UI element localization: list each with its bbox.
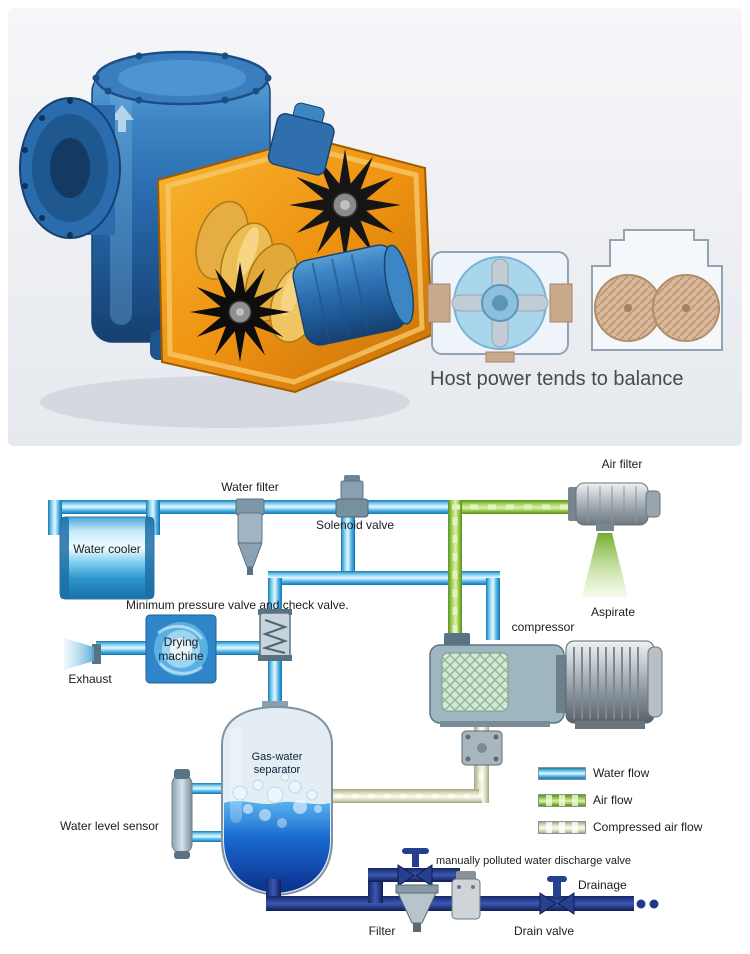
drain-valve [539, 876, 575, 915]
discharge-housing [292, 244, 415, 346]
label-aspirate: Aspirate [590, 605, 636, 619]
arrow-mark-icon [110, 105, 134, 132]
label-gas-water-separator: Gas-water separator [251, 751, 303, 776]
legend-row-compressed: Compressed air flow [538, 819, 718, 835]
solenoid-valve [335, 475, 369, 518]
label-filter: Filter [368, 924, 396, 938]
water-flow-swatch [538, 766, 586, 780]
legend-label-compressed: Compressed air flow [593, 820, 703, 834]
compressor-photo-section: Host power tends to balance [0, 0, 750, 455]
label-drying-machine: Drying machine [158, 635, 204, 663]
compressor-machine [19, 50, 434, 428]
drainage-dots [636, 899, 659, 909]
water-filter [235, 498, 265, 575]
flow-diagram-section: Water filter Solenoid valve Air filter W… [0, 455, 750, 954]
compressed-air-flow-swatch [538, 820, 586, 834]
label-water-filter: Water filter [221, 480, 279, 494]
label-exhaust: Exhaust [68, 672, 112, 686]
label-drainage: Drainage [578, 878, 627, 892]
label-air-filter: Air filter [601, 457, 643, 471]
machine-shadow [40, 376, 410, 428]
inlet-bell [19, 97, 121, 239]
gear-cross-section [591, 229, 723, 351]
legend-label-water: Water flow [593, 766, 650, 780]
air-filter [568, 482, 661, 531]
legend-row-air: Air flow [538, 792, 718, 808]
gas-water-separator [221, 701, 333, 897]
exhaust-spray-icon [64, 638, 101, 670]
bubbles [232, 772, 322, 828]
air-pipes [448, 500, 578, 645]
fan-cross-section [427, 251, 573, 363]
inlet-housing-top [267, 102, 335, 176]
impeller-top [289, 149, 401, 261]
legend-label-air: Air flow [593, 793, 633, 807]
air-flow-swatch [538, 793, 586, 807]
water-level-sensor [171, 769, 193, 859]
label-manual-discharge-valve: manually polluted water discharge valve [436, 855, 632, 867]
aspirate-spray-icon [582, 533, 628, 597]
manual-discharge-valve [397, 848, 433, 887]
label-compressor: compressor [511, 620, 575, 634]
label-water-level-sensor: Water level sensor [60, 819, 159, 833]
legend: Water flow Air flow Compressed air flow [538, 765, 718, 846]
drying-machine [145, 614, 217, 684]
drain-fitting [451, 871, 481, 920]
minimum-pressure-valve [258, 609, 292, 661]
flow-diagram-svg [48, 475, 663, 932]
label-drain-valve: Drain valve [513, 924, 575, 938]
label-water-cooler: Water cooler [73, 542, 141, 556]
impeller-bottom [190, 262, 290, 362]
machine-body [19, 50, 310, 360]
legend-row-water: Water flow [538, 765, 718, 781]
drain-filter [395, 884, 439, 932]
caption-host-power: Host power tends to balance [430, 368, 684, 390]
label-solenoid-valve: Solenoid valve [316, 518, 395, 532]
label-min-pressure-valve: Minimum pressure valve and check valve. [126, 598, 349, 612]
compressor-unit [429, 633, 663, 766]
water-cooler [59, 516, 155, 600]
compressor-photo-svg [8, 8, 742, 446]
